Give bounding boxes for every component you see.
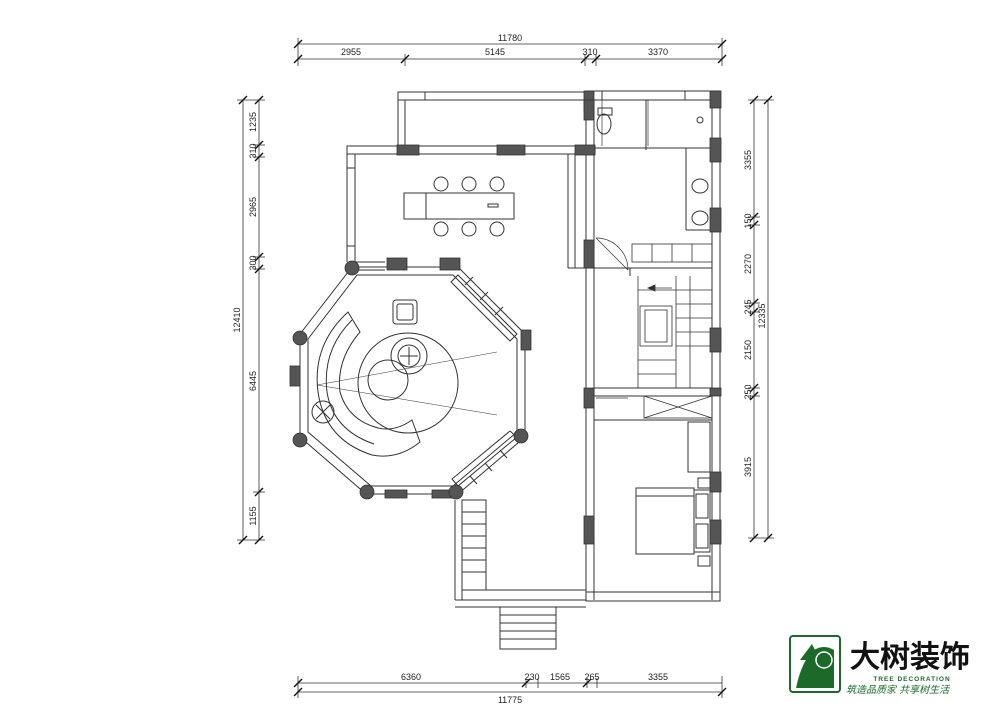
- bedroom: [635, 421, 711, 567]
- dim-right-6: 250: [743, 384, 753, 399]
- dim-right-4: 245: [743, 299, 753, 314]
- dim-bottom-1: 6360: [401, 672, 421, 682]
- bathroom-fixtures: [596, 107, 709, 226]
- dimension-labels: 11780 2955 5145 310 3370 6360 230 1565 2…: [232, 33, 767, 705]
- logo-ring-icon: [815, 651, 833, 669]
- dim-bottom-total: 11775: [498, 695, 522, 705]
- dim-left-2: 310: [248, 143, 258, 158]
- logo-tree-emblem-icon: [796, 647, 834, 688]
- dim-top-1: 2955: [341, 47, 361, 57]
- dim-right-3: 2270: [743, 254, 753, 274]
- staircase: [631, 243, 713, 419]
- dim-left-6: 1155: [248, 506, 258, 525]
- dining-island: [403, 176, 515, 237]
- octagon-living-room: [299, 266, 526, 495]
- brand-logo: 大树装饰 TREE DECORATION 筑造品质家 共享树生活: [789, 635, 970, 696]
- dim-right-1: 3355: [743, 150, 753, 170]
- dim-top-total: 11780: [498, 33, 522, 43]
- logo-tree-crown-icon: [800, 644, 820, 660]
- dimension-ticks: [238, 39, 773, 697]
- walls: [346, 90, 721, 650]
- dim-top-3: 310: [582, 47, 597, 57]
- dimension-lines: [237, 38, 774, 698]
- dim-left-3: 2965: [248, 197, 258, 217]
- logo-slogan: 筑造品质家 共享树生活: [846, 684, 951, 696]
- logo-subtitle: TREE DECORATION: [873, 676, 950, 683]
- curved-sofa: [311, 299, 428, 457]
- dim-right-total: 12335: [757, 303, 767, 328]
- dim-right-2: 150: [743, 213, 753, 228]
- dim-left-4: 300: [248, 255, 258, 270]
- dim-bottom-2: 230: [524, 672, 539, 682]
- dim-left-5: 6445: [248, 371, 258, 391]
- dim-top-4: 3370: [648, 47, 668, 57]
- columns: [289, 90, 722, 545]
- logo-name: 大树装饰: [850, 640, 970, 675]
- dim-bottom-3: 1565: [550, 672, 570, 682]
- dim-top-2: 5145: [485, 47, 505, 57]
- dim-left-1: 1235: [248, 112, 258, 132]
- dim-bottom-4: 265: [584, 672, 599, 682]
- dim-bottom-5: 3355: [648, 672, 668, 682]
- dim-right-7: 3915: [743, 457, 753, 477]
- door-swings: [595, 100, 649, 399]
- dim-left-total: 12410: [232, 307, 242, 332]
- dim-right-5: 2150: [743, 340, 753, 360]
